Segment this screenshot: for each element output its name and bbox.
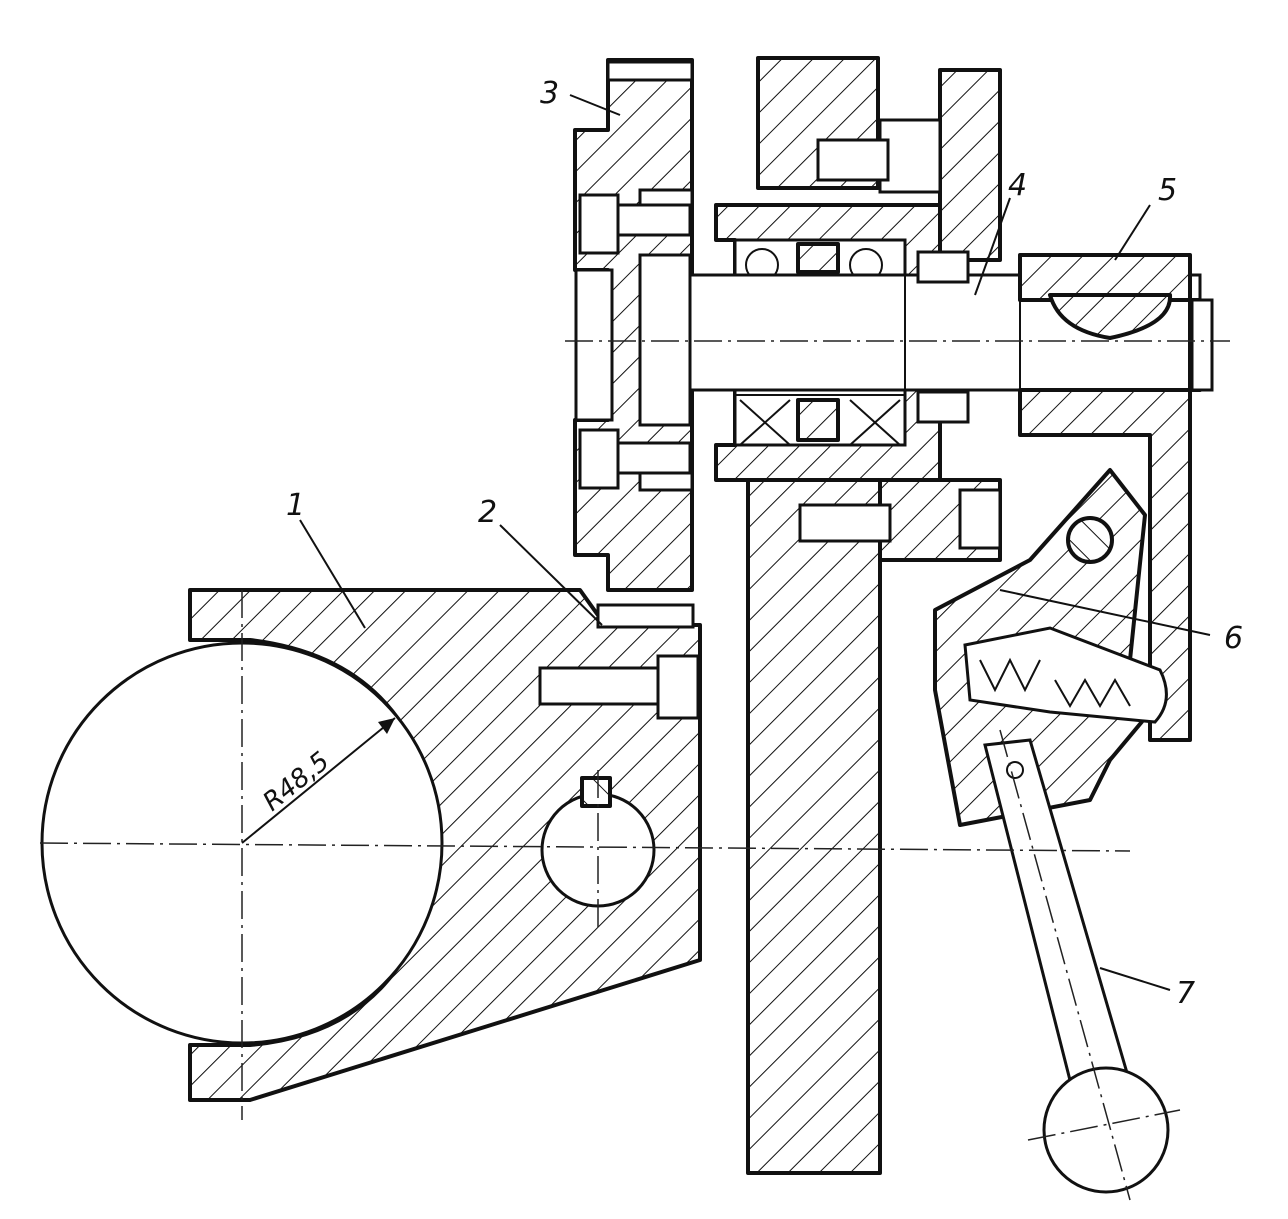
center-lines — [39, 340, 1230, 1201]
label-part-6: 6 — [1224, 621, 1243, 656]
leader-lines — [299, 94, 1211, 991]
label-part-3: 3 — [540, 76, 559, 111]
vertical-column — [746, 56, 882, 1175]
lever-body-part-6 — [933, 468, 1168, 827]
label-part-2: 2 — [478, 495, 497, 530]
label-part-4: 4 — [1008, 168, 1027, 203]
lever-hub-part-5 — [1018, 253, 1214, 742]
handle-part-7 — [983, 738, 1170, 1194]
label-part-7: 7 — [1176, 976, 1195, 1011]
upper-bracket — [798, 68, 1002, 562]
label-part-5: 5 — [1158, 173, 1177, 208]
part-labels: 1 2 3 4 5 6 7 — [286, 76, 1243, 1011]
label-part-1: 1 — [286, 488, 305, 523]
housing-part-3 — [573, 58, 694, 592]
